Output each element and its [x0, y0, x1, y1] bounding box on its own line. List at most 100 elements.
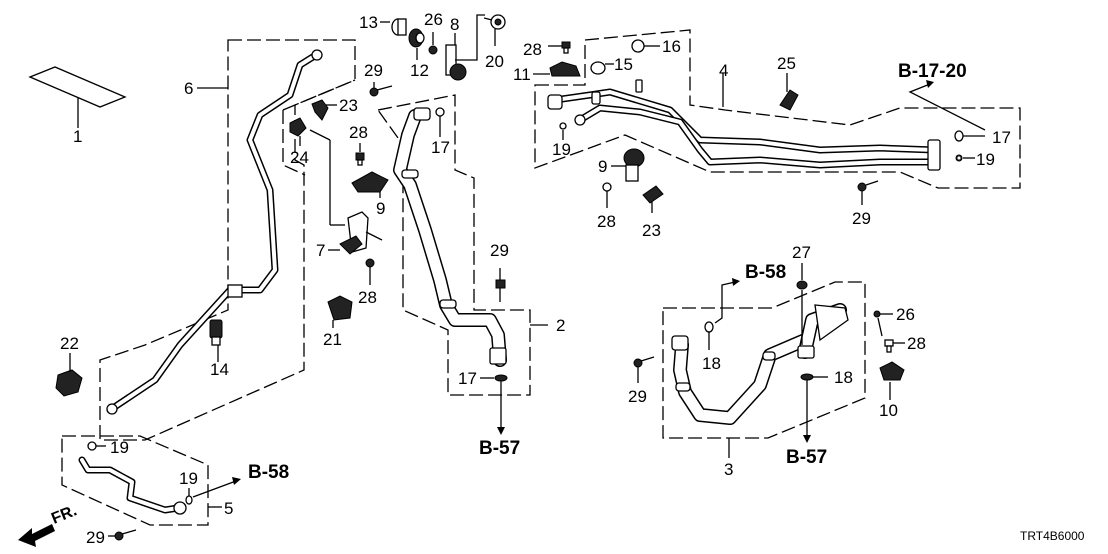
bolt-28[interactable]: [355, 143, 365, 166]
bolt-20[interactable]: [483, 14, 506, 46]
bolt-29[interactable]: [633, 356, 655, 383]
callout-11[interactable]: 11: [513, 65, 531, 84]
clip-23[interactable]: [642, 185, 664, 213]
bolt-29[interactable]: [495, 268, 506, 302]
callout-28[interactable]: 28: [523, 40, 542, 59]
part-22-clip[interactable]: [55, 353, 83, 397]
callout-23[interactable]: 23: [642, 221, 661, 240]
bolt-26[interactable]: [873, 310, 893, 337]
bracket-7[interactable]: [328, 211, 383, 255]
callout-3[interactable]: 3: [724, 460, 733, 479]
callout-5[interactable]: 5: [224, 499, 233, 518]
clamp-10[interactable]: [879, 361, 905, 400]
clip-9[interactable]: [351, 171, 389, 198]
callout-28[interactable]: 28: [597, 212, 616, 231]
bolt-29[interactable]: [369, 82, 393, 97]
part-5-pipe[interactable]: [61, 435, 222, 526]
callout-28[interactable]: 28: [349, 123, 368, 142]
bolt-28[interactable]: [884, 339, 905, 353]
callout-26[interactable]: 26: [896, 305, 915, 324]
o-ring-17[interactable]: [435, 107, 445, 137]
callout-21[interactable]: 21: [323, 330, 342, 349]
cap-15[interactable]: [590, 61, 614, 75]
ref-b-57[interactable]: B-57: [786, 447, 827, 468]
bolt-28[interactable]: [365, 258, 375, 285]
part-4-pipe-assembly[interactable]: [534, 29, 1021, 189]
callout-18[interactable]: 18: [702, 354, 721, 373]
callout-19[interactable]: 19: [976, 150, 995, 169]
o-ring-19[interactable]: [559, 122, 567, 140]
callout-29[interactable]: 29: [490, 241, 509, 260]
callout-9[interactable]: 9: [598, 157, 607, 176]
o-ring-18[interactable]: [704, 321, 714, 350]
ref-b-17-20[interactable]: B-17-20: [898, 61, 967, 82]
callout-17[interactable]: 17: [992, 128, 1011, 147]
ref-b-57[interactable]: B-57: [479, 438, 520, 459]
callout-9[interactable]: 9: [376, 199, 385, 218]
callout-17[interactable]: 17: [458, 369, 477, 388]
callout-6[interactable]: 6: [184, 79, 193, 98]
callout-19[interactable]: 19: [110, 438, 129, 457]
callout-10[interactable]: 10: [879, 401, 898, 420]
callout-29[interactable]: 29: [852, 209, 871, 228]
part-14-pressure-sensor[interactable]: [209, 319, 223, 362]
clamp-11[interactable]: [533, 61, 581, 77]
callout-29[interactable]: 29: [364, 61, 383, 80]
arrow-to-b58: [714, 278, 740, 324]
callout-14[interactable]: 14: [210, 360, 229, 379]
bolt-28[interactable]: [548, 41, 571, 54]
part-6-pipe[interactable]: [99, 39, 356, 441]
o-ring-19[interactable]: [87, 441, 106, 451]
callout-18[interactable]: 18: [834, 368, 853, 387]
callout-19[interactable]: 19: [179, 469, 198, 488]
clip-24[interactable]: [289, 117, 307, 146]
callout-1[interactable]: 1: [73, 127, 82, 146]
callout-19[interactable]: 19: [552, 140, 571, 159]
callout-24[interactable]: 24: [290, 148, 309, 167]
part-1-label-sheet[interactable]: [28, 66, 127, 128]
callout-4[interactable]: 4: [719, 61, 728, 80]
callout-2[interactable]: 2: [556, 316, 565, 335]
bolt-29[interactable]: [857, 180, 879, 205]
callout-26[interactable]: 26: [424, 10, 443, 29]
callout-22[interactable]: 22: [60, 334, 79, 353]
o-ring-19[interactable]: [185, 488, 193, 505]
bolt-28[interactable]: [602, 182, 612, 208]
callout-29[interactable]: 29: [86, 528, 105, 547]
bolt-29[interactable]: [108, 529, 137, 541]
part-2-hose[interactable]: [376, 94, 548, 396]
callout-7[interactable]: 7: [316, 241, 325, 260]
clip-25[interactable]: [779, 73, 799, 111]
clip-21[interactable]: [327, 295, 353, 328]
callout-27[interactable]: 27: [792, 243, 811, 262]
clip-23[interactable]: [311, 99, 337, 121]
ref-b-58[interactable]: B-58: [248, 462, 289, 483]
clamp-9[interactable]: [611, 148, 645, 182]
nut-27[interactable]: [796, 263, 808, 345]
callout-13[interactable]: 13: [359, 13, 378, 32]
callout-12[interactable]: 12: [410, 61, 429, 80]
arrow-to-b1720: [908, 80, 986, 131]
callout-28[interactable]: 28: [358, 288, 377, 307]
ref-b-58[interactable]: B-58: [745, 262, 786, 283]
grommet-12[interactable]: [408, 28, 425, 60]
callout-17[interactable]: 17: [431, 138, 450, 157]
callout-29[interactable]: 29: [628, 387, 647, 406]
callout-23[interactable]: 23: [339, 96, 358, 115]
bracket-8[interactable]: [445, 14, 485, 81]
grommet-13[interactable]: [380, 18, 407, 36]
callout-labels: 1 2 3 4 5 6 7 8 9 9 10 11 12 13 14 15 16…: [60, 10, 1011, 547]
bolt-26[interactable]: [428, 32, 438, 55]
cap-16[interactable]: [631, 39, 660, 53]
part-3-hose[interactable]: [662, 281, 866, 458]
o-ring-17[interactable]: [480, 374, 508, 382]
callout-25[interactable]: 25: [777, 54, 796, 73]
o-ring-17[interactable]: [954, 130, 985, 142]
o-ring-18[interactable]: [800, 373, 828, 381]
callout-8[interactable]: 8: [450, 15, 459, 34]
callout-20[interactable]: 20: [485, 52, 504, 71]
callout-16[interactable]: 16: [662, 37, 681, 56]
callout-28[interactable]: 28: [907, 334, 926, 353]
callout-15[interactable]: 15: [614, 55, 633, 74]
o-ring-19[interactable]: [955, 154, 975, 162]
